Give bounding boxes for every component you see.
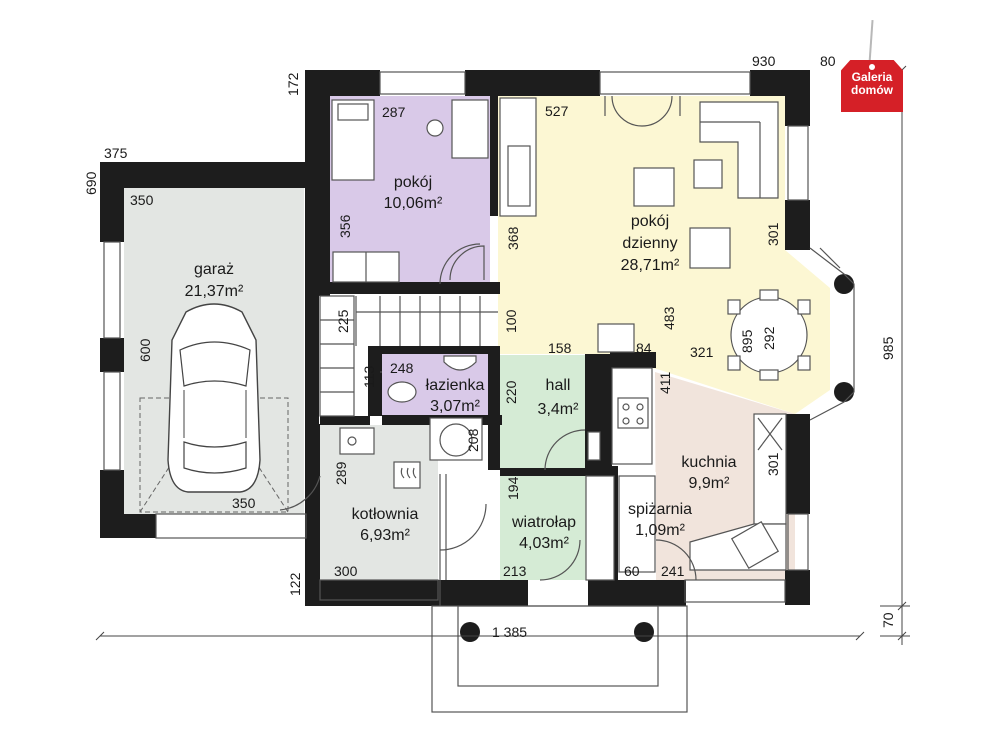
doors — [279, 243, 697, 581]
bathroom-furniture — [387, 355, 483, 461]
dimension-labels: 375 690 350 600 350 172 287 356 527 930 … — [83, 53, 896, 640]
vestibule-area: 4,03m² — [519, 535, 569, 552]
logo-line-1: Galeria — [851, 70, 893, 84]
dim-100: 100 — [503, 309, 519, 333]
hall-area: 3,4m² — [538, 401, 580, 418]
dim-80: 80 — [820, 53, 836, 69]
kitchen-name: kuchnia — [681, 454, 736, 471]
dim-1385: 1 385 — [492, 624, 527, 640]
windows — [103, 71, 855, 603]
hall-floor — [500, 355, 588, 470]
dim-368: 368 — [505, 226, 521, 250]
dim-287: 287 — [382, 104, 406, 120]
dim-292: 292 — [761, 326, 777, 350]
dim-194: 194 — [505, 476, 521, 500]
dim-220: 220 — [503, 380, 519, 404]
dim-375: 375 — [104, 145, 128, 161]
pantry-name: spiżarnia — [628, 501, 692, 518]
pantry-area: 1,09m² — [635, 522, 685, 539]
dim-356: 356 — [337, 214, 353, 238]
dim-84: 84 — [636, 340, 652, 356]
dim-350-top: 350 — [130, 192, 154, 208]
badge-hole — [869, 64, 875, 70]
dim-321: 321 — [690, 344, 714, 360]
bedroom-furniture — [331, 99, 489, 283]
dim-895: 895 — [739, 329, 755, 353]
dim-70: 70 — [880, 612, 896, 628]
dim-300: 300 — [334, 563, 358, 579]
bathroom-name: łazienka — [426, 377, 485, 394]
living-room-name-1: pokój — [631, 213, 669, 230]
kitchen-furniture — [587, 367, 787, 571]
vestibule-furniture — [585, 475, 656, 581]
logo-line-2: domów — [851, 83, 893, 97]
room-labels: garaż 21,37m² pokój 10,06m² pokój dzienn… — [185, 174, 737, 552]
dim-411: 411 — [657, 371, 673, 394]
living-room-area: 28,71m² — [621, 257, 680, 274]
kitchen-area: 9,9m² — [689, 475, 731, 492]
walls — [100, 70, 854, 606]
porch — [431, 580, 688, 713]
dim-158: 158 — [548, 340, 572, 356]
boiler-room-floor — [318, 425, 438, 580]
garage-name: garaż — [194, 261, 234, 278]
dim-241: 241 — [661, 563, 685, 579]
dim-225: 225 — [335, 309, 351, 333]
dim-600: 600 — [137, 338, 153, 362]
dim-248: 248 — [390, 360, 414, 376]
living-furniture — [499, 95, 811, 381]
dim-289: 289 — [333, 461, 349, 485]
stairs — [319, 295, 498, 417]
dim-213: 213 — [503, 563, 527, 579]
boiler-room-area: 6,93m² — [360, 527, 410, 544]
dim-301-kitchen: 301 — [765, 452, 781, 476]
dim-60: 60 — [624, 563, 640, 579]
dim-527: 527 — [545, 103, 569, 119]
dim-930: 930 — [752, 53, 776, 69]
hall-name: hall — [546, 377, 571, 394]
dim-301-top: 301 — [765, 222, 781, 246]
boiler-room-furniture — [339, 427, 447, 580]
boiler-room-name: kotłownia — [352, 506, 419, 523]
dim-985: 985 — [880, 336, 896, 360]
dim-350-bottom: 350 — [232, 495, 256, 511]
galeria-domow-logo: Galeria domów — [841, 60, 903, 112]
vestibule-name: wiatrołap — [511, 514, 576, 531]
car — [139, 303, 289, 513]
bathroom-area: 3,07m² — [430, 398, 480, 415]
dim-122: 122 — [287, 572, 303, 596]
living-room-name-2: dzienny — [622, 235, 677, 252]
dim-208: 208 — [465, 428, 481, 452]
bedroom-name: pokój — [394, 174, 432, 191]
dim-113: 113 — [361, 365, 377, 388]
garage-area: 21,37m² — [185, 283, 244, 300]
dim-690: 690 — [83, 171, 99, 195]
dim-172: 172 — [285, 72, 301, 96]
bedroom-area: 10,06m² — [384, 195, 443, 212]
dim-483: 483 — [661, 306, 677, 330]
